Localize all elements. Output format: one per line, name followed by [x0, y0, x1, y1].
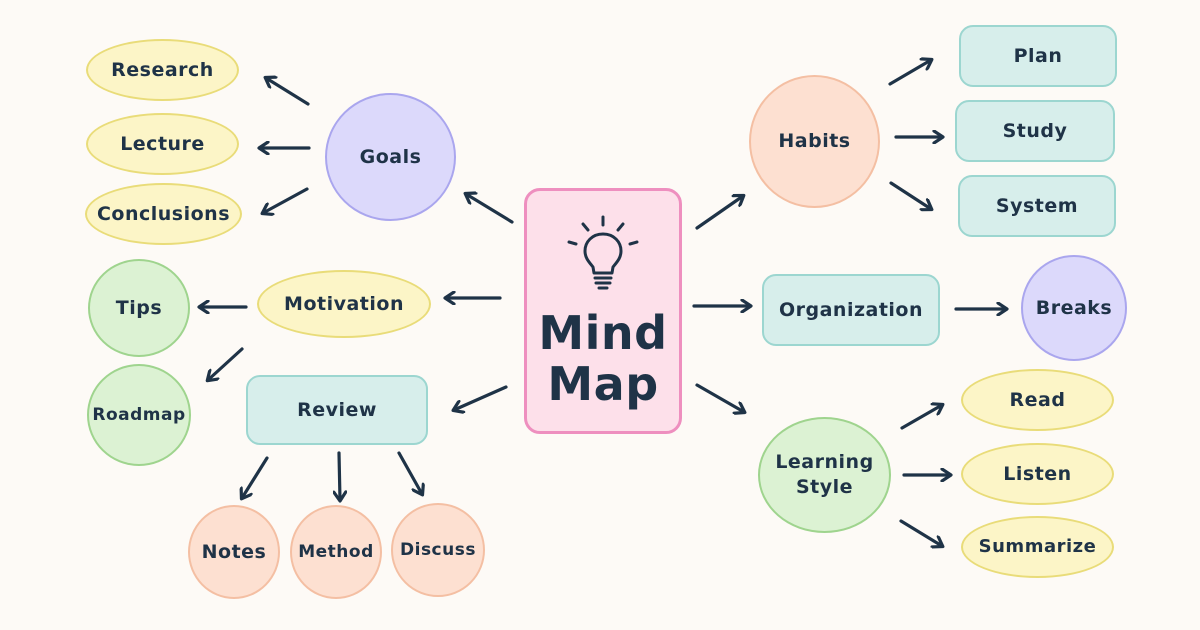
lightbulb-icon — [567, 215, 639, 290]
center-mind-map-node[interactable]: Mind Map — [524, 188, 682, 434]
arrow-learning-summarize — [899, 519, 942, 546]
node-lecture[interactable]: Lecture — [86, 113, 239, 175]
node-plan-label: Plan — [1013, 44, 1063, 67]
center-title-line-2: Map — [547, 357, 659, 411]
node-notes[interactable]: Notes — [188, 505, 280, 599]
node-breaks[interactable]: Breaks — [1021, 255, 1127, 361]
node-goals[interactable]: Goals — [325, 93, 456, 221]
node-plan[interactable]: Plan — [959, 25, 1117, 87]
node-review-label: Review — [297, 398, 377, 421]
node-roadmap-label: Roadmap — [92, 404, 186, 425]
node-summarize[interactable]: Summarize — [961, 516, 1114, 578]
arrow-goals-conclusions — [263, 187, 309, 213]
node-system[interactable]: System — [958, 175, 1116, 237]
node-roadmap[interactable]: Roadmap — [87, 364, 191, 466]
node-learning-style[interactable]: Learning Style — [758, 417, 891, 533]
node-discuss-label: Discuss — [400, 539, 476, 560]
arrow-review-discuss — [397, 451, 422, 494]
node-system-label: System — [995, 194, 1079, 217]
arrow-habits-plan — [888, 60, 931, 86]
node-study[interactable]: Study — [955, 100, 1115, 162]
node-motivation[interactable]: Motivation — [257, 270, 431, 338]
node-listen[interactable]: Listen — [961, 443, 1114, 505]
node-habits-label: Habits — [778, 130, 851, 153]
node-read-label: Read — [1009, 388, 1066, 411]
node-study-label: Study — [1002, 119, 1068, 142]
node-review[interactable]: Review — [246, 375, 428, 445]
center-title-line-1: Mind — [538, 306, 668, 361]
node-discuss[interactable]: Discuss — [391, 503, 485, 597]
node-method-label: Method — [298, 541, 374, 562]
node-lecture-label: Lecture — [120, 132, 205, 155]
arrow-center-habits — [695, 196, 743, 230]
node-learning-style-label: Learning Style — [775, 451, 874, 498]
node-listen-label: Listen — [1003, 462, 1072, 485]
arrow-motivation-roadmap — [208, 347, 244, 380]
arrow-review-method — [339, 451, 340, 500]
node-organization[interactable]: Organization — [762, 274, 940, 346]
arrow-center-goals — [466, 194, 514, 224]
node-read[interactable]: Read — [961, 369, 1114, 431]
arrow-center-review — [454, 385, 508, 410]
node-habits[interactable]: Habits — [749, 75, 880, 208]
node-summarize-label: Summarize — [978, 536, 1097, 558]
arrow-habits-system — [889, 181, 931, 209]
node-research[interactable]: Research — [86, 39, 239, 101]
node-goals-label: Goals — [359, 145, 422, 168]
node-motivation-label: Motivation — [284, 292, 404, 315]
node-tips-label: Tips — [115, 296, 163, 319]
node-conclusions-label: Conclusions — [96, 202, 231, 225]
arrow-goals-research — [266, 78, 310, 106]
arrow-review-notes — [242, 456, 269, 498]
node-tips[interactable]: Tips — [88, 259, 190, 357]
node-research-label: Research — [111, 58, 214, 81]
arrow-learning-read — [900, 405, 942, 430]
arrow-center-learning-style — [695, 383, 744, 412]
node-notes-label: Notes — [201, 540, 267, 563]
node-breaks-label: Breaks — [1035, 296, 1113, 319]
node-organization-label: Organization — [778, 298, 924, 321]
node-conclusions[interactable]: Conclusions — [85, 183, 242, 245]
node-method[interactable]: Method — [290, 505, 382, 599]
